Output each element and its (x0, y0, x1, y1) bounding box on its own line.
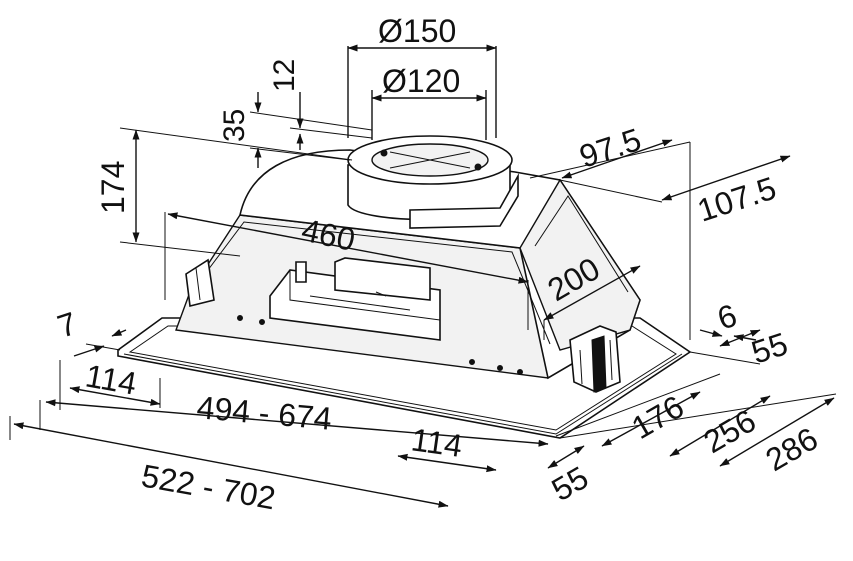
dim-duct-outer: Ø150 (378, 13, 456, 49)
rail-screws (237, 315, 523, 375)
dim-duct-inner: Ø120 (382, 63, 460, 99)
right-bracket (569, 325, 621, 393)
dim-edge-114-left: 114 (83, 357, 139, 401)
dim-depth-286: 286 (760, 420, 824, 478)
dim-height-12: 12 (268, 59, 301, 92)
dim-edge-114-front: 114 (409, 421, 465, 464)
dim-range-522-702: 522 - 702 (139, 457, 278, 516)
dim-height-174: 174 (95, 161, 131, 214)
dim-side-55-front: 55 (546, 459, 595, 508)
dim-offset-107-5: 107.5 (693, 170, 780, 229)
dimension-lines (9, 44, 837, 508)
dim-height-35: 35 (218, 109, 251, 142)
dim-offset-6: 6 (713, 297, 741, 337)
dim-offset-97-5: 97.5 (575, 121, 645, 174)
duct-collar (347, 135, 519, 229)
dim-depth-176: 176 (626, 388, 690, 446)
dim-offset-7: 7 (53, 305, 81, 345)
dim-depth-256: 256 (698, 402, 762, 460)
dim-range-494-674: 494 - 674 (195, 389, 333, 437)
